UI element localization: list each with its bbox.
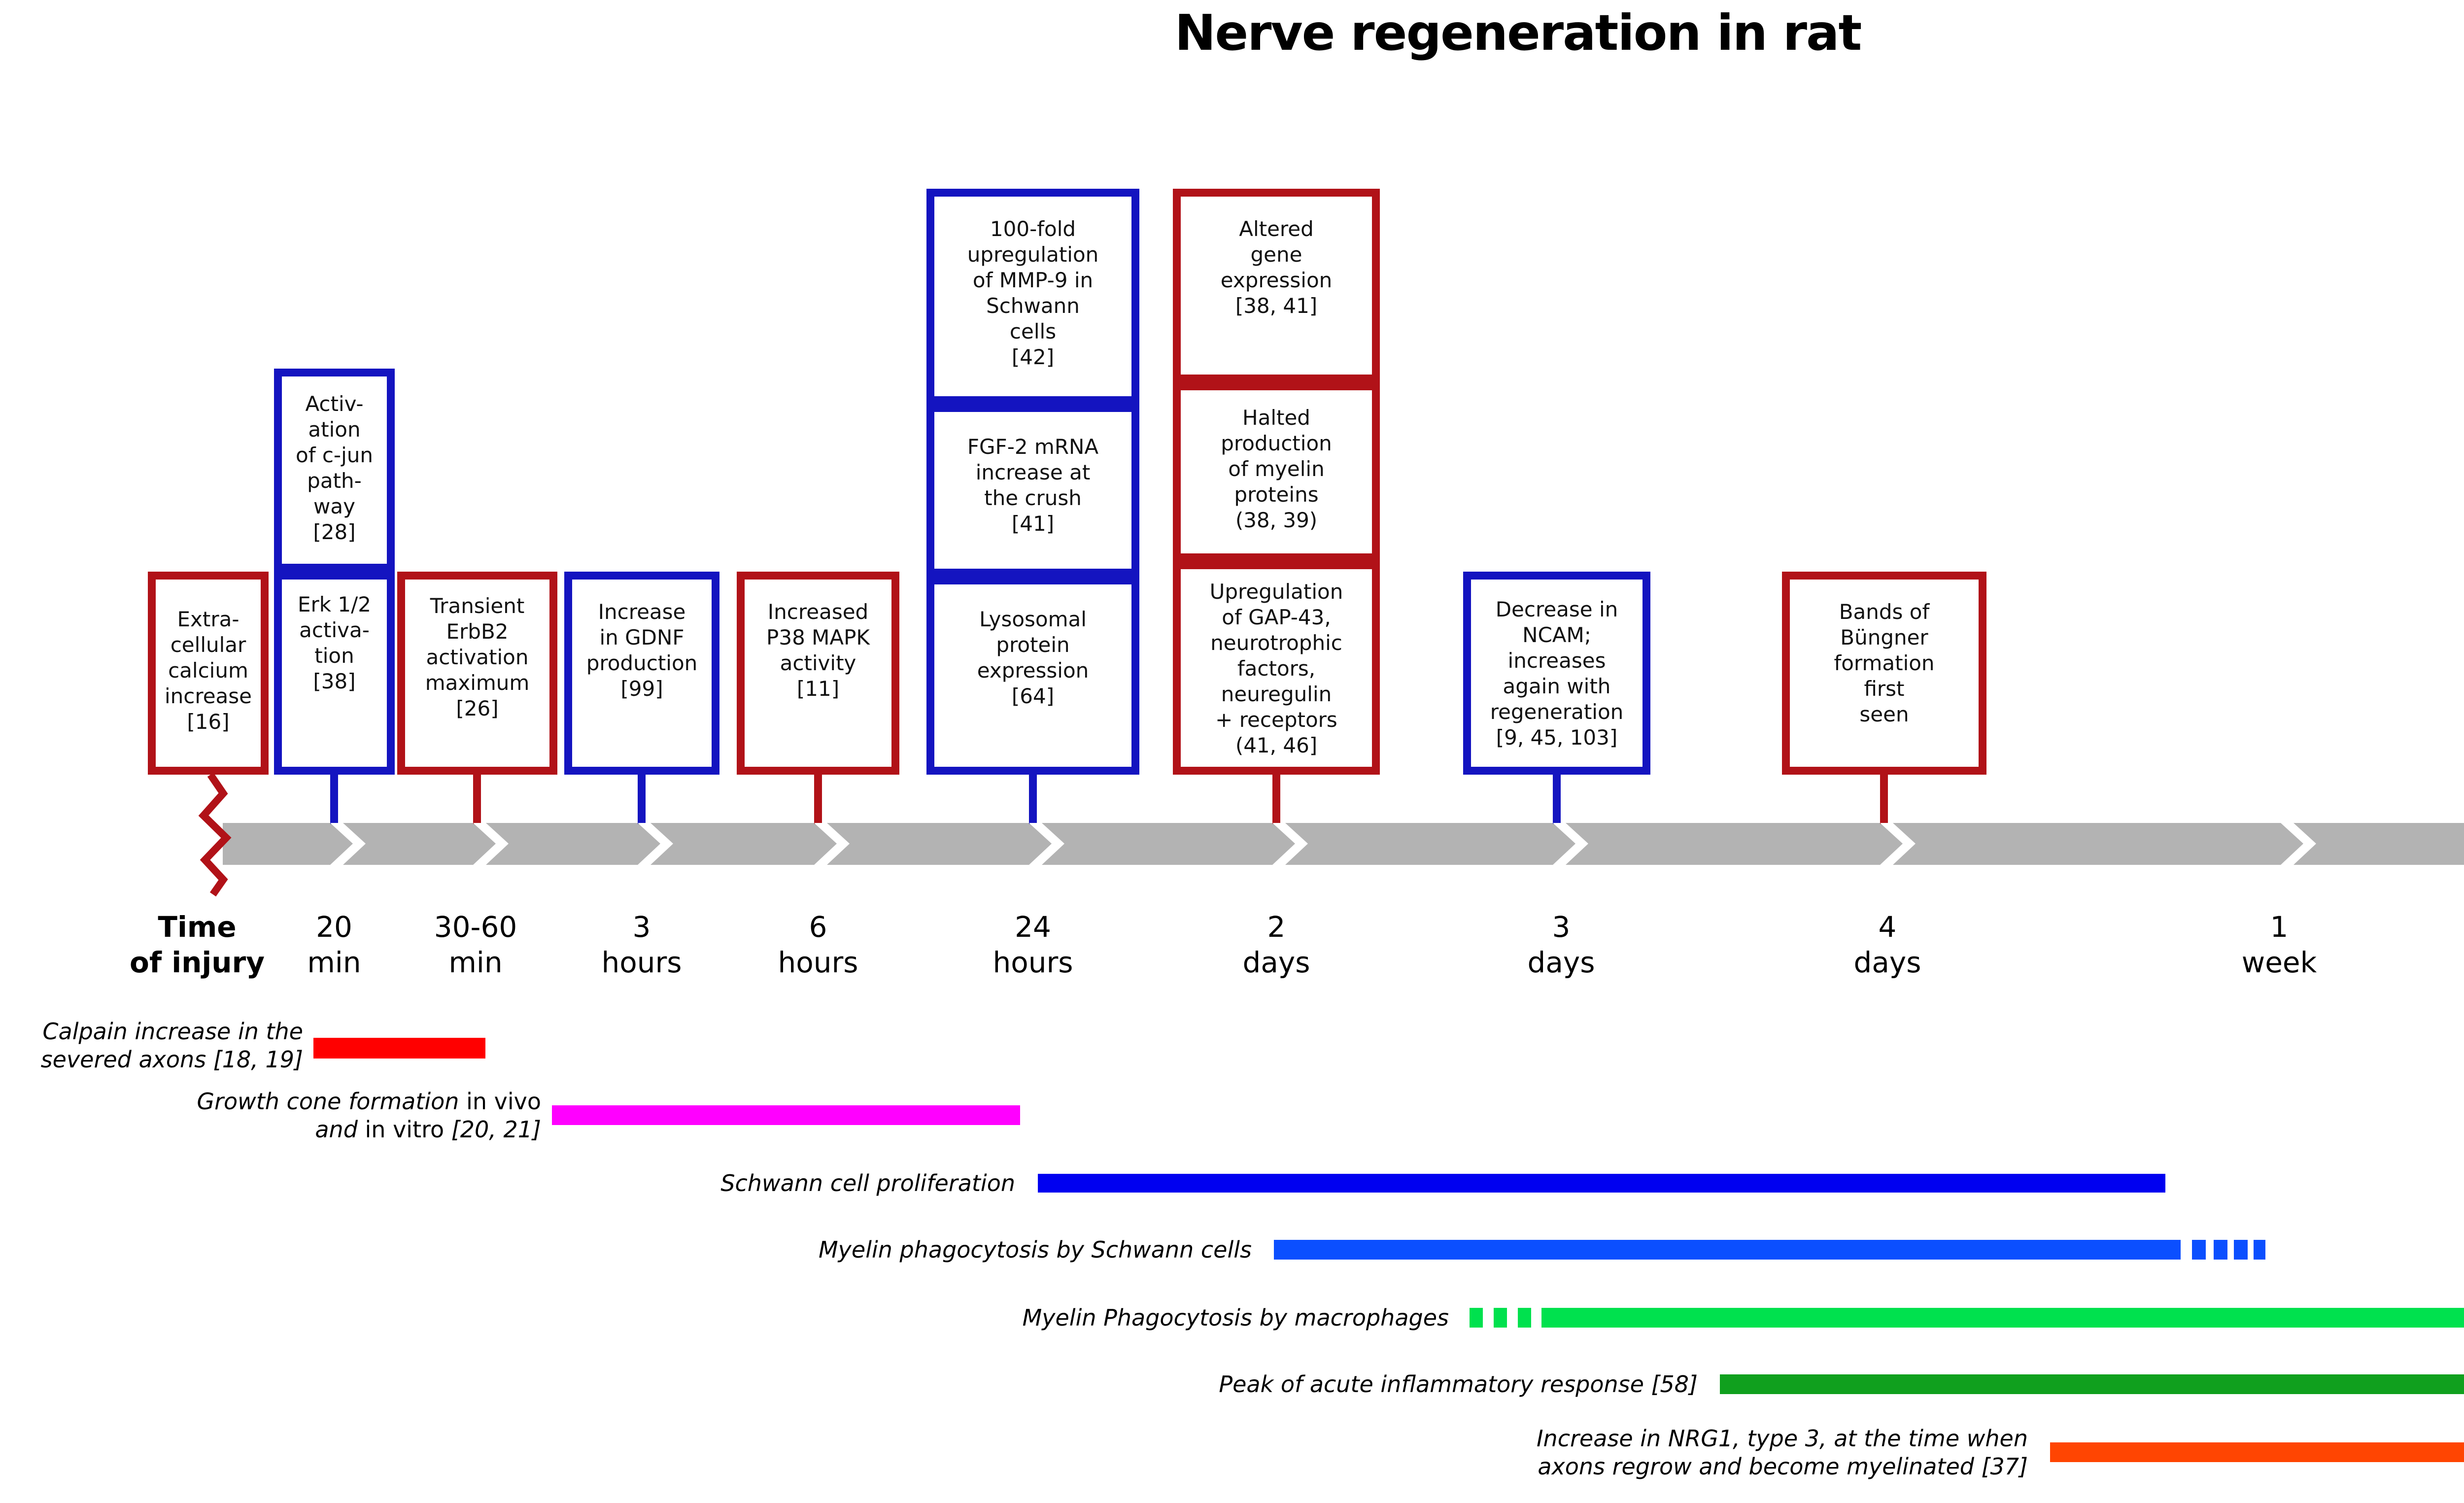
chevron-notch-20min	[330, 823, 366, 865]
event-box-bungner-bands: Bands of Büngner formation first seen	[1782, 572, 1986, 775]
myelin-phagocytosis-schwann-bar-dash	[2234, 1240, 2248, 1260]
chevron-notch-2days	[1272, 823, 1308, 865]
chevron-notch-3days	[1553, 823, 1588, 865]
chevron-notch-6hours	[814, 823, 850, 865]
myelin-phagocytosis-macrophages-bar-dash	[1470, 1308, 1483, 1328]
myelin-phagocytosis-schwann-label: Myelin phagocytosis by Schwann cells	[818, 1236, 1252, 1263]
injury-zigzag	[198, 772, 232, 897]
event-box-extracellular-calcium: Extra- cellular calcium increase [16]	[148, 572, 269, 775]
time-label-6hours: 6 hours	[778, 910, 858, 979]
event-box-ncam-decrease: Decrease in NCAM; increases again with r…	[1463, 572, 1650, 775]
event-box-lysosomal-protein: Lysosomal protein expression [64]	[926, 577, 1139, 775]
myelin-phagocytosis-schwann-bar-dash	[2254, 1240, 2265, 1260]
event-box-p38-mapk: Increased P38 MAPK activity [11]	[737, 572, 899, 775]
timeline-bar	[223, 823, 2464, 865]
event-box-halted-myelin: Halted production of myelin proteins (38…	[1173, 382, 1380, 561]
myelin-phagocytosis-macrophages-bar-dash	[1518, 1308, 1531, 1328]
time-label-3days: 3 days	[1527, 910, 1595, 979]
myelin-phagocytosis-macrophages-label: Myelin Phagocytosis by macrophages	[1022, 1304, 1449, 1331]
event-box-mmp9-upregulation: 100-fold upregulation of MMP-9 in Schwan…	[926, 189, 1139, 404]
event-box-fgf2-mrna: FGF-2 mRNA increase at the crush [41]	[926, 404, 1139, 577]
myelin-phagocytosis-macrophages-bar-dash	[1541, 1308, 1555, 1328]
time-label-2days: 2 days	[1242, 910, 1310, 979]
time-label-24hours: 24 hours	[992, 910, 1073, 979]
nrg1-label: Increase in NRG1, type 3, at the time wh…	[1536, 1425, 2028, 1480]
event-box-altered-gene-expression: Altered gene expression [38, 41]	[1173, 189, 1380, 382]
time-label-3hours: 3 hours	[601, 910, 682, 979]
chevron-notch-4days	[1880, 823, 1916, 865]
chevron-notch-1week	[2281, 823, 2316, 865]
event-box-erk-activation: Erk 1/2 activa- tion [38]	[274, 572, 395, 775]
nrg1-bar	[2050, 1442, 2464, 1462]
inflammatory-response-bar	[1720, 1374, 2464, 1394]
schwann-proliferation-bar	[1038, 1174, 2165, 1193]
page-title: Nerve regeneration in rat	[1174, 4, 1862, 62]
time-label-4days: 4 days	[1853, 910, 1921, 979]
calpain-label: Calpain increase in the severed axons [1…	[40, 1018, 303, 1073]
chevron-notch-24hours	[1029, 823, 1064, 865]
event-box-cjun-pathway: Activ- ation of c-jun path- way [28]	[274, 369, 395, 572]
time-label-injury: Time of injury	[129, 910, 265, 979]
growth-cone-label: Growth cone formation in vivo and in vit…	[197, 1088, 541, 1143]
time-label-20min: 20 min	[307, 910, 361, 979]
myelin-phagocytosis-schwann-bar	[1274, 1240, 2181, 1260]
time-label-1week: 1 week	[2241, 910, 2317, 979]
chevron-notch-3hours	[638, 823, 673, 865]
myelin-phagocytosis-macrophages-bar-dash	[1494, 1308, 1507, 1328]
chevron-notch-30-60min	[473, 823, 509, 865]
event-box-gap43-upregulation: Upregulation of GAP-43, neurotrophic fac…	[1173, 561, 1380, 775]
time-label-30-60min: 30-60 min	[434, 910, 517, 979]
myelin-phagocytosis-macrophages-bar	[1555, 1308, 2464, 1328]
schwann-proliferation-label: Schwann cell proliferation	[720, 1170, 1015, 1196]
event-box-erbb2-activation: Transient ErbB2 activation maximum [26]	[397, 572, 557, 775]
event-box-gdnf-production: Increase in GDNF production [99]	[564, 572, 719, 775]
myelin-phagocytosis-schwann-bar-dash	[2192, 1240, 2206, 1260]
growth-cone-bar	[552, 1105, 1020, 1125]
myelin-phagocytosis-schwann-bar-dash	[2214, 1240, 2227, 1260]
calpain-bar	[313, 1038, 485, 1059]
inflammatory-response-label: Peak of acute inflammatory response [58]	[1219, 1371, 1698, 1398]
